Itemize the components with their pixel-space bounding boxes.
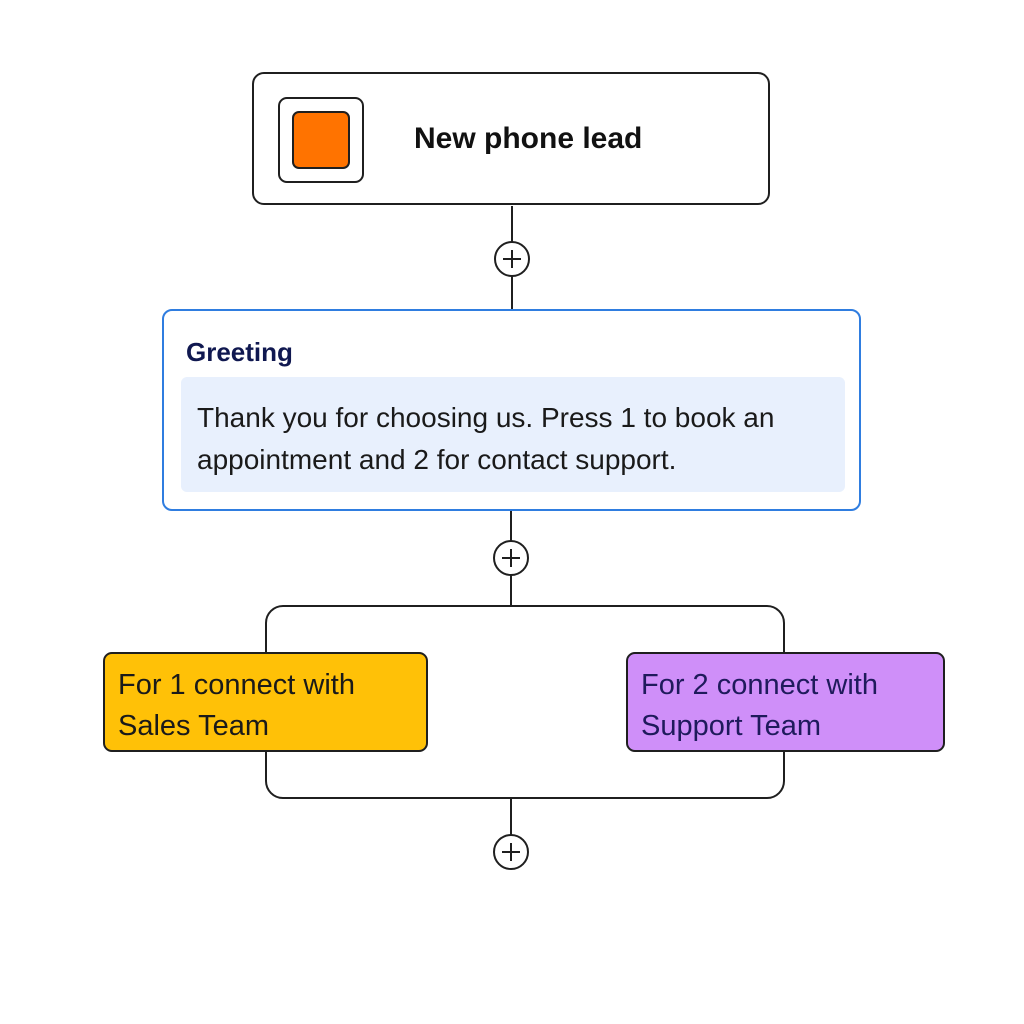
trigger-title: New phone lead: [414, 122, 643, 155]
trigger-node[interactable]: New phone lead: [252, 72, 770, 205]
greeting-message: Thank you for choosing us. Press 1 to bo…: [181, 377, 845, 492]
trigger-icon-frame: [278, 97, 364, 183]
branch-sales-team[interactable]: For 1 connect with Sales Team: [103, 652, 428, 752]
add-step-button[interactable]: [493, 834, 529, 870]
add-step-button[interactable]: [494, 241, 530, 277]
greeting-title: Greeting: [186, 337, 293, 367]
branch-support-team[interactable]: For 2 connect with Support Team: [626, 652, 945, 752]
greeting-node[interactable]: Greeting Thank you for choosing us. Pres…: [162, 309, 861, 511]
add-step-button[interactable]: [493, 540, 529, 576]
orange-square-icon: [292, 111, 350, 169]
